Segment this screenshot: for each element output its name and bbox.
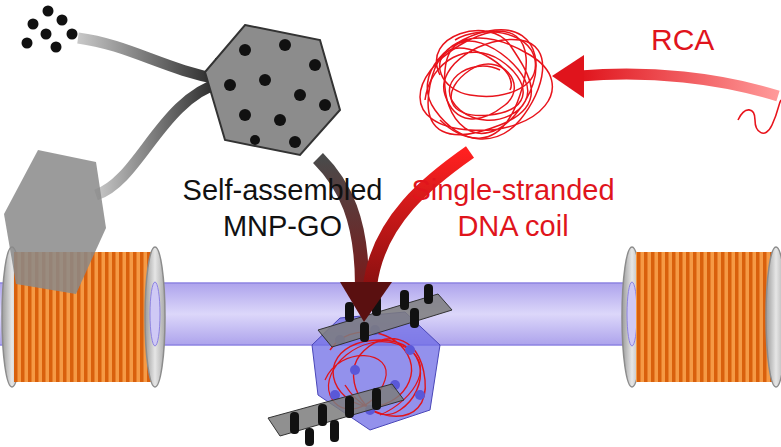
arrow-head <box>552 55 584 98</box>
rca-arrow <box>580 74 778 96</box>
solenoid-coil <box>622 247 781 387</box>
dna-coil <box>420 30 552 139</box>
node-caption: Single-stranded DNA coil <box>393 172 633 244</box>
node-caption: Self-assembled MNP-GO <box>170 172 395 244</box>
mnp-go-hexagon <box>205 25 340 155</box>
graphene-oxide-sheet <box>4 150 106 294</box>
assembly-arrow <box>78 38 222 80</box>
process-label: RCA <box>651 22 714 58</box>
illustration-node: Self-assembled MNP-GO <box>170 20 395 265</box>
illustration-node: Single-stranded DNA coil <box>393 15 633 265</box>
merge-arrow <box>370 152 470 286</box>
arrow-head <box>340 282 392 322</box>
dna-strand <box>738 100 781 133</box>
nanoparticles <box>22 6 78 53</box>
